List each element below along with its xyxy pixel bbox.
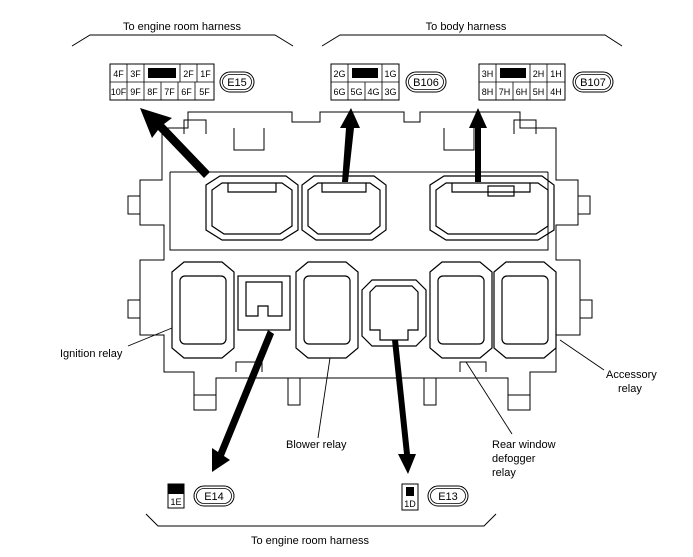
- e14-connector-id: E14: [204, 491, 224, 503]
- e15-connector-id: E15: [227, 77, 247, 89]
- ignition-relay-alt-socket: [237, 275, 291, 331]
- b107-pin-5h: 5H: [533, 87, 545, 97]
- top-engine-room-harness-label: To engine room harness: [123, 21, 242, 33]
- socket-e15: [205, 175, 299, 241]
- socket-b106: [301, 175, 387, 241]
- e15-pin-6f: 6F: [181, 87, 192, 97]
- bottom-engine-room-harness-label: To engine room harness: [251, 535, 370, 547]
- e15-pin-2f: 2F: [183, 69, 194, 79]
- b107-pin-3h: 3H: [482, 69, 494, 79]
- b107-connector-id: B107: [580, 77, 606, 89]
- connector-b106: 2G 1G 6G 5G 4G 3G B106: [330, 63, 447, 101]
- e13-pin-1d: 1D: [404, 499, 416, 509]
- rear-window-defogger-relay-label-line2: defogger: [492, 453, 536, 465]
- e15-pin-1f: 1F: [200, 69, 211, 79]
- accessory-relay-socket: [493, 261, 557, 359]
- b107-blank-key: [500, 68, 526, 78]
- b106-pin-6g: 6G: [333, 87, 345, 97]
- accessory-relay-label-line1: Accessory: [606, 369, 657, 381]
- b107-pin-7h: 7H: [499, 87, 511, 97]
- connector-e15: 4F 3F 2F 1F 10F 9F 8F 7F 6F 5F E15: [109, 63, 255, 101]
- e15-pin-3f: 3F: [130, 69, 141, 79]
- b106-pin-3g: 3G: [384, 87, 396, 97]
- b106-pin-2g: 2G: [333, 69, 345, 79]
- arrow-to-e14: [212, 330, 274, 472]
- blower-relay-socket: [295, 261, 359, 359]
- blower-relay-label: Blower relay: [286, 439, 347, 451]
- rear-window-defogger-relay-socket: [429, 261, 493, 359]
- connector-b107: 3H 2H 1H 8H 7H 6H 5H 4H B107: [478, 63, 614, 101]
- connector-e14: 1E E14: [167, 483, 235, 509]
- b106-pin-1g: 1G: [384, 69, 396, 79]
- rear-window-defogger-relay-label-line1: Rear window: [492, 439, 556, 451]
- b107-pin-4h: 4H: [550, 87, 562, 97]
- e14-pin-1e: 1E: [170, 497, 181, 507]
- top-body-harness-label: To body harness: [426, 21, 507, 33]
- e15-pin-5f: 5F: [199, 87, 210, 97]
- ignition-relay-socket: [171, 261, 235, 359]
- arrow-to-b107: [469, 108, 487, 182]
- b106-connector-id: B106: [413, 77, 439, 89]
- e15-pin-7f: 7F: [164, 87, 175, 97]
- arrow-to-b106: [340, 108, 360, 182]
- arrow-to-e13: [392, 340, 416, 474]
- b107-pin-2h: 2H: [533, 69, 545, 79]
- accessory-relay-label-line2: relay: [618, 383, 642, 395]
- e15-pin-10f: 10F: [111, 87, 127, 97]
- center-connector-socket: [361, 279, 427, 347]
- b107-pin-8h: 8H: [482, 87, 494, 97]
- b107-pin-6h: 6H: [516, 87, 528, 97]
- top-right-harness-label-group: To body harness: [321, 21, 623, 47]
- rear-window-defogger-relay-label-line3: relay: [492, 467, 516, 479]
- e13-connector-id: E13: [438, 491, 458, 503]
- leader-lines: [127, 327, 605, 439]
- connector-e13: 1D E13: [401, 483, 469, 511]
- ignition-relay-label: Ignition relay: [60, 348, 123, 360]
- arrow-to-e15: [140, 108, 210, 178]
- e15-pin-9f: 9F: [130, 87, 141, 97]
- relay-box-housing: [127, 111, 593, 411]
- socket-b107: [429, 175, 555, 241]
- b106-pin-5g: 5G: [350, 87, 362, 97]
- b106-blank-key: [352, 68, 378, 78]
- b107-pin-1h: 1H: [550, 69, 562, 79]
- e15-pin-8f: 8F: [147, 87, 158, 97]
- e15-blank-key: [148, 68, 176, 78]
- b106-pin-4g: 4G: [367, 87, 379, 97]
- top-left-harness-label-group: To engine room harness: [71, 21, 294, 47]
- e15-pin-4f: 4F: [113, 69, 124, 79]
- bottom-harness-label-group: To engine room harness: [145, 513, 497, 547]
